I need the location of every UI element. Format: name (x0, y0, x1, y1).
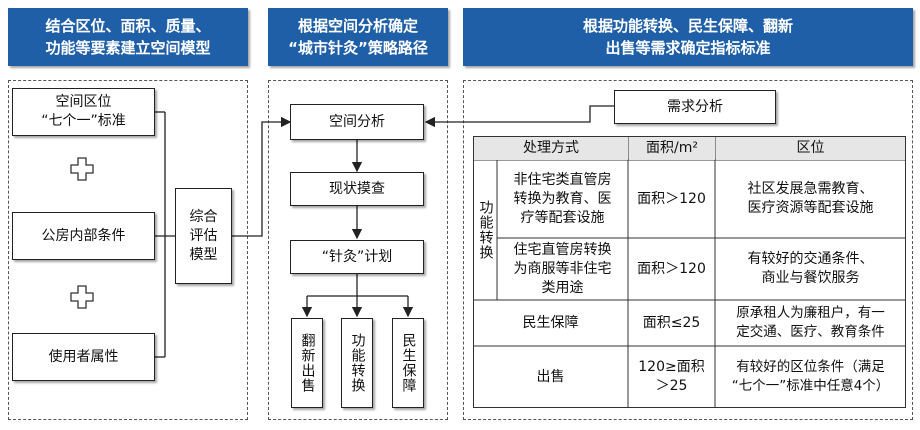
row1-loc-l2: 医疗资源等配套设施 (747, 200, 874, 216)
header-right-line2: 出售等需求确定指标标准 (605, 39, 771, 57)
header-left-line1: 结合区位、面积、质量、 (45, 17, 211, 35)
status-survey-box: 现状摸查 (290, 172, 424, 206)
row1-method-l1: 非住宅类直管房 (513, 171, 612, 188)
model-line2: 评估 (189, 227, 218, 244)
row4-location: 有较好的区位条件（满足 “七个一”标准中任意4个） (715, 346, 906, 408)
row4-area: 120≥面积 ＞25 (628, 346, 715, 408)
row4-loc-l1: 有较好的区位条件（满足 (736, 359, 885, 375)
plus-icon-1 (70, 157, 94, 181)
panel-middle (268, 80, 448, 420)
row2-method: 住宅直管房转换为商服等非住宅类用途 (497, 238, 628, 300)
header-middle-line2: “城市针灸”策略路径 (288, 39, 428, 57)
demand-label: 需求分析 (667, 98, 723, 115)
evaluation-model-box: 综合评估模型 (175, 188, 232, 284)
location-line2: “七个一”标准 (41, 113, 126, 129)
row4-method-text: 出售 (536, 368, 565, 385)
th-method: 处理方式 (474, 137, 628, 160)
row3-area: 面积≤25 (628, 300, 715, 346)
group-function-change: 功能转换 (473, 160, 497, 300)
model-line3: 模型 (189, 246, 218, 263)
branch-livelihood: 民生保障 (392, 318, 424, 408)
model-line1: 综合 (189, 208, 218, 225)
th-method-text: 处理方式 (523, 140, 579, 156)
location-standard-box: 空间区位 “七个一”标准 (12, 88, 155, 136)
row2-method-l2: 为商服等非住宅 (513, 260, 612, 277)
row1-loc-l1: 社区发展急需教育、 (747, 181, 874, 197)
housing-condition-box: 公房内部条件 (12, 212, 155, 260)
th-area-text: 面积/m² (646, 140, 698, 156)
indicator-table: 处理方式 面积/m² 区位 功能转换 非住宅类直管房转换为教育、医疗等配套设施 … (473, 136, 906, 408)
row2-area-text: 面积＞120 (637, 260, 706, 277)
header-right: 根据功能转换、民生保障、翻新出售等需求确定指标标准 (463, 8, 913, 66)
row3-loc-l1: 原承租人为廉租户，有一 (736, 305, 885, 321)
housing-label: 公房内部条件 (41, 227, 126, 244)
spatial-label: 空间分析 (329, 113, 385, 130)
row4-area-l2: ＞25 (655, 378, 688, 394)
header-left-line2: 功能等要素建立空间模型 (45, 39, 211, 57)
th-location: 区位 (716, 137, 905, 160)
panel-right (463, 80, 913, 420)
row2-method-l3: 类用途 (541, 279, 584, 296)
user-attribute-box: 使用者属性 (12, 333, 155, 381)
row4-method: 出售 (473, 346, 628, 408)
acupuncture-plan-box: “针灸”计划 (290, 240, 424, 274)
user-label: 使用者属性 (48, 348, 119, 365)
location-line1: 空间区位 (55, 94, 112, 110)
header-right-line1: 根据功能转换、民生保障、翻新 (582, 17, 793, 35)
group-label: 功能转换 (477, 200, 494, 260)
survey-label: 现状摸查 (329, 180, 385, 197)
row3-method-text: 民生保障 (522, 314, 579, 331)
branch-livelihood-label: 民生保障 (400, 333, 417, 393)
header-middle: 根据空间分析确定 “城市针灸”策略路径 (268, 8, 448, 66)
branch-renovate-label: 翻新出售 (299, 333, 316, 393)
row3-area-text: 面积≤25 (642, 314, 701, 331)
row1-method-l2: 转换为教育、医 (513, 190, 612, 207)
row2-method-l1: 住宅直管房转换 (513, 241, 612, 258)
demand-analysis-box: 需求分析 (614, 90, 776, 124)
th-location-text: 区位 (796, 140, 825, 156)
row4-loc-l2: “七个一”标准中任意4个） (731, 378, 890, 394)
row1-method: 非住宅类直管房转换为教育、医疗等配套设施 (497, 160, 628, 238)
th-area: 面积/m² (629, 137, 715, 160)
panel-left (8, 80, 248, 420)
branch-function-change: 功能转换 (341, 318, 373, 408)
row3-method: 民生保障 (473, 300, 628, 346)
row1-location: 社区发展急需教育、医疗资源等配套设施 (715, 160, 906, 238)
row3-location: 原承租人为廉租户，有一定交通、医疗、教育条件 (715, 300, 906, 346)
row1-method-l3: 疗等配套设施 (520, 209, 605, 226)
row2-loc-l2: 商业与餐饮服务 (761, 270, 860, 286)
row1-area-text: 面积＞120 (637, 190, 706, 207)
row2-location: 有较好的交通条件、商业与餐饮服务 (715, 238, 906, 300)
row4-area-l1: 120≥面积 (638, 359, 705, 375)
plan-label: “针灸”计划 (321, 248, 393, 265)
header-middle-line1: 根据空间分析确定 (297, 17, 418, 35)
row1-area: 面积＞120 (628, 160, 715, 238)
row2-loc-l1: 有较好的交通条件、 (747, 251, 874, 267)
row2-area: 面积＞120 (628, 238, 715, 300)
spatial-analysis-box: 空间分析 (290, 104, 424, 140)
row3-loc-l2: 定交通、医疗、教育条件 (736, 324, 885, 340)
branch-renovate-sell: 翻新出售 (291, 318, 323, 408)
branch-function-label: 功能转换 (349, 333, 366, 393)
plus-icon-2 (70, 285, 94, 309)
header-left: 结合区位、面积、质量、功能等要素建立空间模型 (8, 8, 248, 66)
